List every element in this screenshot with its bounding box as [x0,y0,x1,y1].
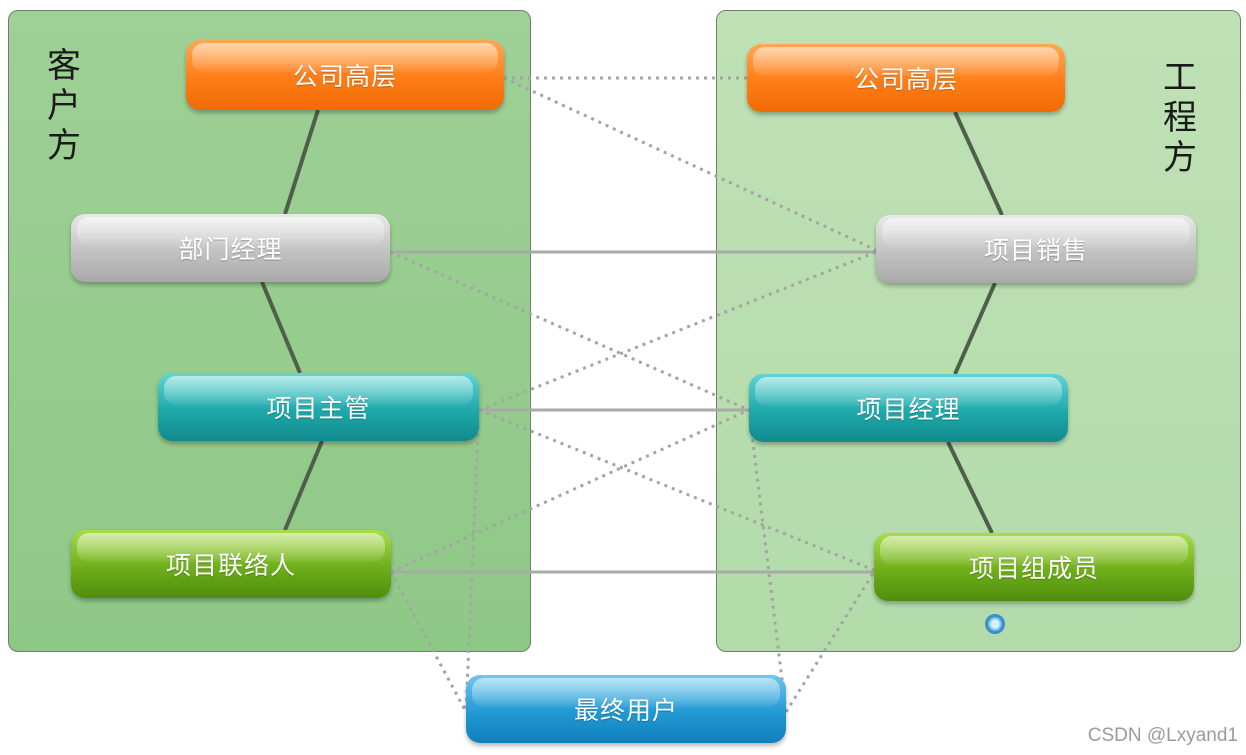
node-label: 最终用户 [573,696,678,725]
node-label: 项目销售 [983,236,1088,265]
project-supervisor-node: 项目主管 [158,373,479,441]
hierarchy-line [946,441,994,534]
department-manager-node: 部门经理 [71,214,390,282]
end-user-node: 最终用户 [466,675,786,743]
node-label: 项目经理 [856,395,961,424]
hierarchy-line [283,109,320,215]
watermark: CSDN @Lxyand1 [1087,725,1238,746]
hierarchy-line [953,282,997,375]
cross-link [389,250,750,412]
team-member-node: 项目组成员 [874,533,1194,601]
node-label: 项目主管 [266,394,371,423]
node-label: 公司高层 [853,65,958,94]
cross-link [464,409,481,713]
node-label: 项目组成员 [968,554,1099,583]
project-sales-node: 项目销售 [876,215,1196,283]
cross-link [784,571,876,713]
client-executive-node: 公司高层 [186,40,504,110]
cross-link [389,571,468,713]
cross-link [390,408,750,574]
node-label: 公司高层 [292,62,397,91]
hierarchy-line [260,281,302,374]
hierarchy-line [283,440,324,531]
hierarchy-line [953,111,1004,216]
engineering-executive-node: 公司高层 [747,44,1065,112]
node-label: 项目联络人 [165,551,296,580]
project-liaison-node: 项目联络人 [71,530,391,598]
engineering-side-label: 工程方 [1163,58,1197,178]
project-manager-node: 项目经理 [749,374,1068,442]
client-side-label: 客户方 [47,46,81,166]
node-label: 部门经理 [178,235,283,264]
cross-link [747,409,788,713]
loading-ring-icon [985,614,1005,634]
